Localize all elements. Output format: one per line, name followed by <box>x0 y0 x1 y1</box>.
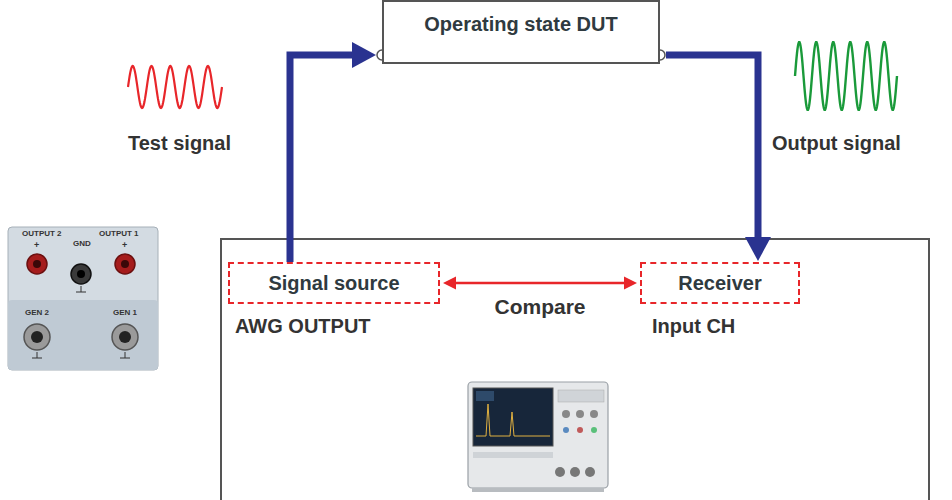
scope-softkeys <box>473 452 553 458</box>
scope-button <box>577 427 583 433</box>
connector-label: GEN 1 <box>113 308 137 317</box>
scope-buttons <box>558 390 604 402</box>
signal-name: Test signal <box>128 132 231 155</box>
compare-arrow <box>443 277 637 290</box>
arrow-head <box>352 42 376 68</box>
terminal-red <box>115 254 135 274</box>
ground-symbol <box>81 286 82 292</box>
output-waveform <box>795 42 897 110</box>
terminal-label: OUTPUT 1 <box>99 229 139 238</box>
terminal-red <box>27 254 47 274</box>
ground-symbol <box>32 358 42 359</box>
scope-input-port <box>585 467 595 477</box>
panel-lower <box>8 300 158 370</box>
signal-arrow <box>666 55 771 261</box>
test-waveform <box>128 66 222 108</box>
port-name: Input CH <box>652 314 735 338</box>
scope-body <box>468 382 608 488</box>
block-title: Signal source <box>268 271 399 295</box>
device-box: Operating state DUT <box>382 0 660 64</box>
bnc-connector <box>112 324 138 350</box>
connector-label: GEN 2 <box>25 308 49 317</box>
terminal-hole <box>121 260 129 268</box>
bnc-center <box>31 331 43 343</box>
terminal-label: GND <box>73 239 91 248</box>
scope-button <box>563 427 569 433</box>
panel-plate <box>8 227 158 370</box>
terminal-label: OUTPUT 2 <box>22 229 62 238</box>
scope-trace <box>476 404 550 436</box>
ground-symbol <box>120 358 130 359</box>
scope-knob <box>562 410 570 418</box>
scope-knob <box>590 410 598 418</box>
terminal-hole <box>77 270 85 278</box>
connector-line <box>453 282 626 285</box>
arrow-head <box>745 237 771 261</box>
scope-knob <box>576 410 584 418</box>
scope-screen <box>473 388 553 446</box>
scope-menu <box>476 391 494 401</box>
oscilloscope-illustration <box>468 382 608 492</box>
polarity-mark: + <box>122 240 127 250</box>
receiver-box: ReceiverInput CH <box>640 262 800 304</box>
device-title: Operating state DUT <box>424 12 617 36</box>
bnc-center <box>119 331 131 343</box>
port-name: AWG OUTPUT <box>235 314 371 338</box>
connector-line <box>666 55 758 242</box>
generator-panel <box>8 227 158 370</box>
block-title: Receiver <box>678 271 761 295</box>
signal-source-box: Signal sourceAWG OUTPUT <box>228 262 440 304</box>
signal-name: Output signal <box>772 132 901 155</box>
terminal-hole <box>33 260 41 268</box>
arrow-head <box>624 277 637 290</box>
scope-input-port <box>555 467 565 477</box>
edge-label: Compare <box>491 294 588 319</box>
scope-feet <box>472 488 604 492</box>
terminal-black <box>71 264 91 284</box>
scope-button <box>591 427 597 433</box>
ground-symbol <box>37 352 38 358</box>
ground-symbol <box>125 352 126 358</box>
arrow-head <box>443 277 456 290</box>
ground-symbol <box>76 292 86 293</box>
bnc-connector <box>24 324 50 350</box>
connector-line <box>290 55 357 262</box>
signal-arrow <box>290 42 376 262</box>
polarity-mark: + <box>34 240 39 250</box>
scope-input-port <box>570 467 580 477</box>
